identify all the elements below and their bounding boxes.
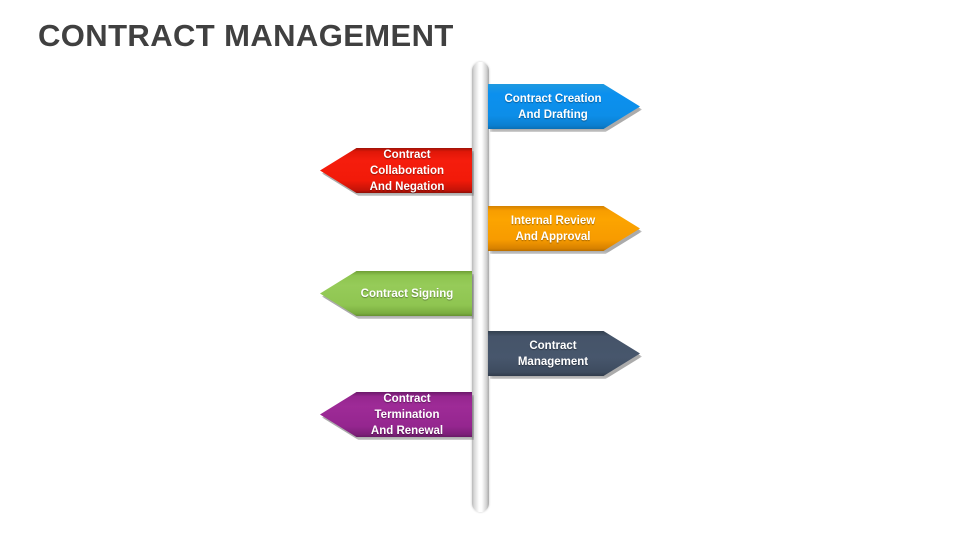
timeline-step-label: Contract Creation And Drafting	[504, 92, 602, 121]
timeline-step-contract-management[interactable]: Contract Management	[488, 331, 642, 379]
timeline-step-label: Contract Termination And Renewal	[370, 392, 444, 437]
timeline-step-internal-review-and-approval[interactable]: Internal Review And Approval	[488, 206, 642, 254]
arrow-shape-right	[488, 331, 640, 376]
arrow-shape-right	[488, 206, 640, 251]
timeline-step-label: Contract Management	[517, 339, 589, 368]
arrow-shape-left	[320, 271, 472, 316]
arrow-shape-left	[320, 148, 472, 193]
timeline-step-label: Contract Signing	[360, 287, 454, 300]
arrow-shape-right	[488, 84, 640, 129]
timeline-step-contract-signing[interactable]: Contract Signing	[320, 271, 474, 319]
timeline-step-contract-termination-and-renewal[interactable]: Contract Termination And Renewal	[320, 392, 474, 440]
timeline-step-contract-collaboration-and-negation[interactable]: Contract Collaboration And Negation	[320, 148, 474, 196]
arrow-shape-left	[320, 392, 472, 437]
timeline-step-label: Contract Collaboration And Negation	[369, 148, 445, 193]
vertical-timeline-pole	[472, 62, 489, 512]
page-title: CONTRACT MANAGEMENT	[38, 18, 454, 53]
timeline-step-label: Internal Review And Approval	[510, 214, 596, 243]
timeline-step-contract-creation-and-drafting[interactable]: Contract Creation And Drafting	[488, 84, 642, 132]
